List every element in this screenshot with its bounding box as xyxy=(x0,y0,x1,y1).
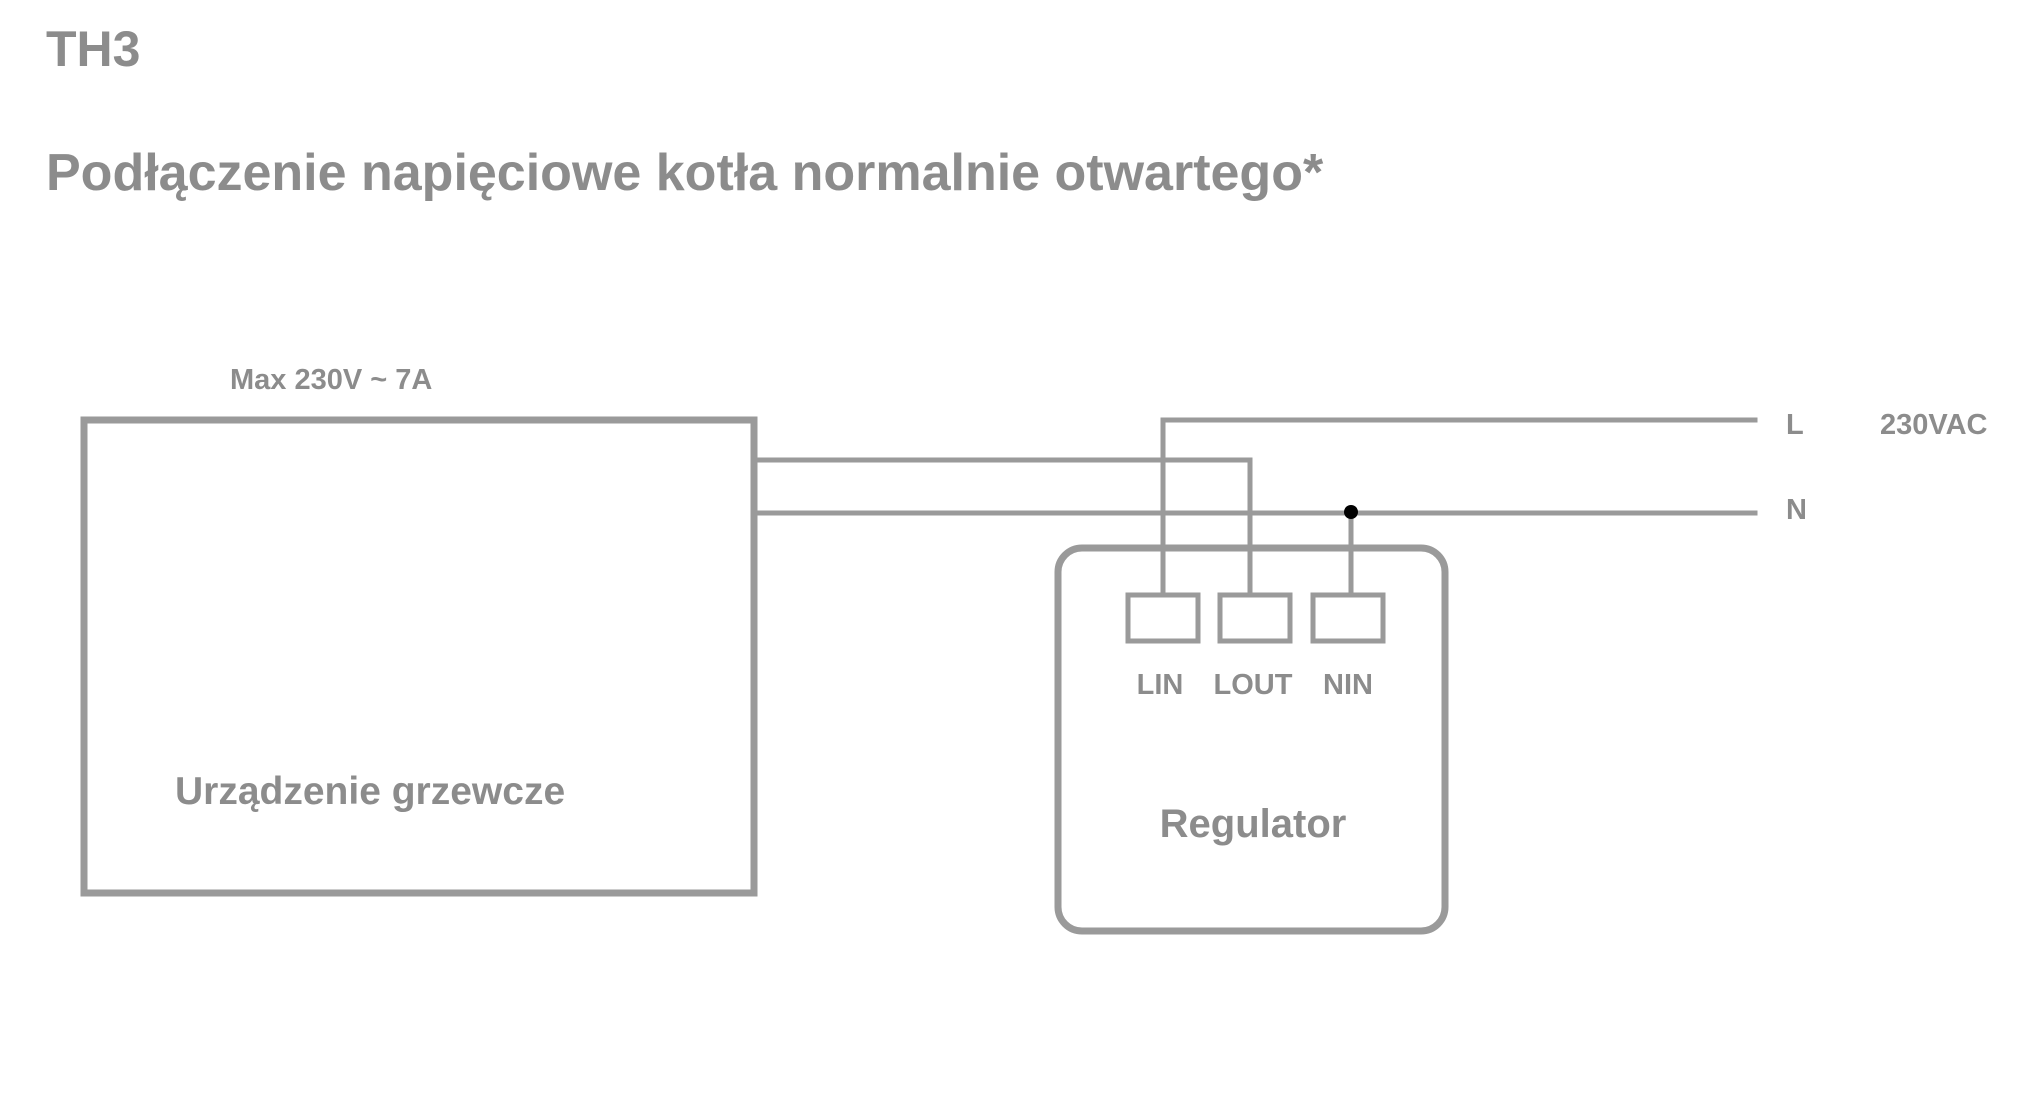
model-title: TH3 xyxy=(46,21,140,77)
terminal-nin xyxy=(1310,592,1386,644)
line-wire-l xyxy=(1160,417,1758,596)
supply-neutral-label: N xyxy=(1786,494,1807,526)
device-rating-label: Max 230V ~ 7A xyxy=(230,364,432,396)
terminal-label-lout: LOUT xyxy=(1214,669,1293,701)
terminal-label-nin: NIN xyxy=(1323,669,1373,701)
terminal-label-lin: LIN xyxy=(1137,669,1184,701)
heating-device-label: Urządzenie grzewcze xyxy=(175,770,565,813)
terminal-lin xyxy=(1125,592,1201,644)
terminal-lout xyxy=(1217,592,1293,644)
junction-dot xyxy=(1344,505,1358,519)
page-title: Podłączenie napięciowe kotła normalnie o… xyxy=(46,144,1324,202)
supply-voltage-label: 230VAC xyxy=(1880,409,1988,441)
supply-line-label: L xyxy=(1786,409,1804,441)
heating-device-box xyxy=(80,416,758,897)
regulator-label: Regulator xyxy=(1160,802,1347,846)
